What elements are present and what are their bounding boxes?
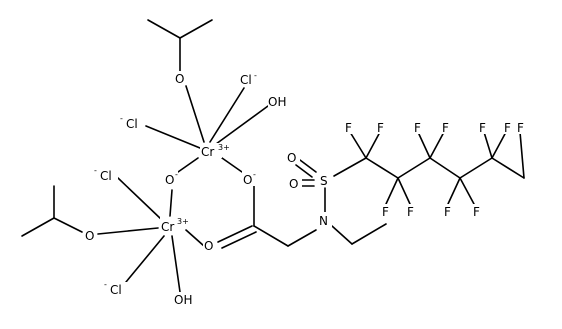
atom-f7: F (444, 205, 451, 219)
bond-c-ocarb-1 (217, 225, 253, 243)
bond-c3-f5 (417, 131, 431, 159)
bond-ipr1-b (179, 19, 213, 39)
atom-cl2-charge: - (120, 114, 123, 123)
bond-s-o1-b (295, 164, 313, 178)
atom-o-ipr1: O (175, 72, 184, 86)
atom-cr1-charge: 3+ (218, 143, 230, 152)
atom-cl4: Cl (110, 283, 122, 297)
bond-cr2-cl4 (125, 235, 165, 283)
bond-c2-c3 (397, 157, 431, 179)
bond-cr1-cl2 (145, 125, 201, 149)
bond-c4-f8 (459, 177, 475, 205)
atom-cl1-charge: - (254, 71, 257, 80)
bond-ipr2-o (53, 217, 83, 233)
bond-c3-c4 (429, 157, 461, 179)
atom-f4: F (407, 205, 414, 219)
bond-cl3-cr2 (117, 177, 163, 221)
bond-cr1-obr2 (221, 157, 243, 173)
bond-c6-f11 (519, 131, 525, 179)
bond-c5-f9 (483, 131, 493, 159)
atom-o-ipr2: O (85, 229, 94, 243)
bond-c1-f2 (365, 131, 381, 159)
bond-c-ocarb-2 (221, 231, 257, 249)
bond-cr1-obr1 (177, 157, 199, 173)
bond-n-et1 (331, 225, 353, 245)
atom-labels: O Cl - OH - Cl Cr 3+ O - O - - Cl O Cr (84, 71, 526, 307)
bond-c4-c5 (459, 157, 493, 179)
atom-cr2: Cr (161, 220, 174, 234)
bond-ipr1-a (147, 19, 181, 39)
atom-f9: F (479, 121, 486, 135)
atom-o-bridge2: O (243, 173, 252, 187)
atom-oh2: OH (174, 293, 192, 307)
bond-cr2-ocarb (185, 229, 205, 247)
bond-c4-f7 (447, 177, 461, 205)
atom-n: N (319, 214, 328, 228)
atom-f3: F (382, 205, 389, 219)
atom-o-sulfonyl1: O (287, 151, 296, 165)
bond-o2-cr2 (97, 227, 159, 235)
bond-c2-f3 (385, 177, 399, 205)
atom-s: S (320, 174, 328, 188)
bonds (21, 19, 525, 293)
bond-cr2-oh2 (171, 235, 181, 293)
atom-f6: F (442, 121, 449, 135)
bond-c-ch2 (253, 225, 289, 247)
bond-c5-f10 (491, 131, 507, 159)
atom-cl4-charge: - (104, 280, 107, 289)
atom-o-bridge1: O (165, 173, 174, 187)
atom-o-sulfonyl2: O (289, 177, 298, 191)
bond-obr1-cr2 (169, 189, 173, 217)
atom-f8: F (473, 205, 480, 219)
atom-o-bridge2-charge: - (253, 170, 256, 179)
bond-cr1-cl1 (209, 87, 245, 143)
atom-o-bridge1-charge: - (175, 170, 178, 179)
atom-cr1: Cr (201, 145, 214, 159)
atom-f10: F (504, 121, 511, 135)
atom-f1: F (345, 121, 352, 135)
bond-ipr2-a (21, 217, 55, 237)
bond-et1-et2 (351, 223, 387, 245)
bond-cr1-oh1 (215, 105, 269, 145)
bond-c3-f6 (429, 131, 445, 159)
bond-ch2-n (287, 229, 317, 247)
bond-c1-f1 (349, 131, 367, 159)
atom-cl2: Cl (126, 117, 138, 131)
atom-f11: F (517, 121, 524, 135)
atom-cl1: Cl (240, 73, 252, 87)
bond-c5-c6 (491, 157, 525, 179)
atom-o-carbonyl: O (204, 239, 213, 253)
bond-s-o1-a (299, 159, 317, 173)
atom-f5: F (414, 121, 421, 135)
bond-c2-f4 (397, 177, 411, 205)
atom-f2: F (377, 121, 384, 135)
atom-cr2-charge: 3+ (177, 217, 189, 226)
atom-cl3: Cl (100, 169, 112, 183)
atom-cl3-charge: - (94, 166, 97, 175)
atom-oh1: OH (268, 95, 286, 109)
bond-s-c1 (333, 157, 367, 177)
bond-ipr1-o-cr (185, 85, 205, 143)
bond-c1-c2 (365, 157, 399, 179)
